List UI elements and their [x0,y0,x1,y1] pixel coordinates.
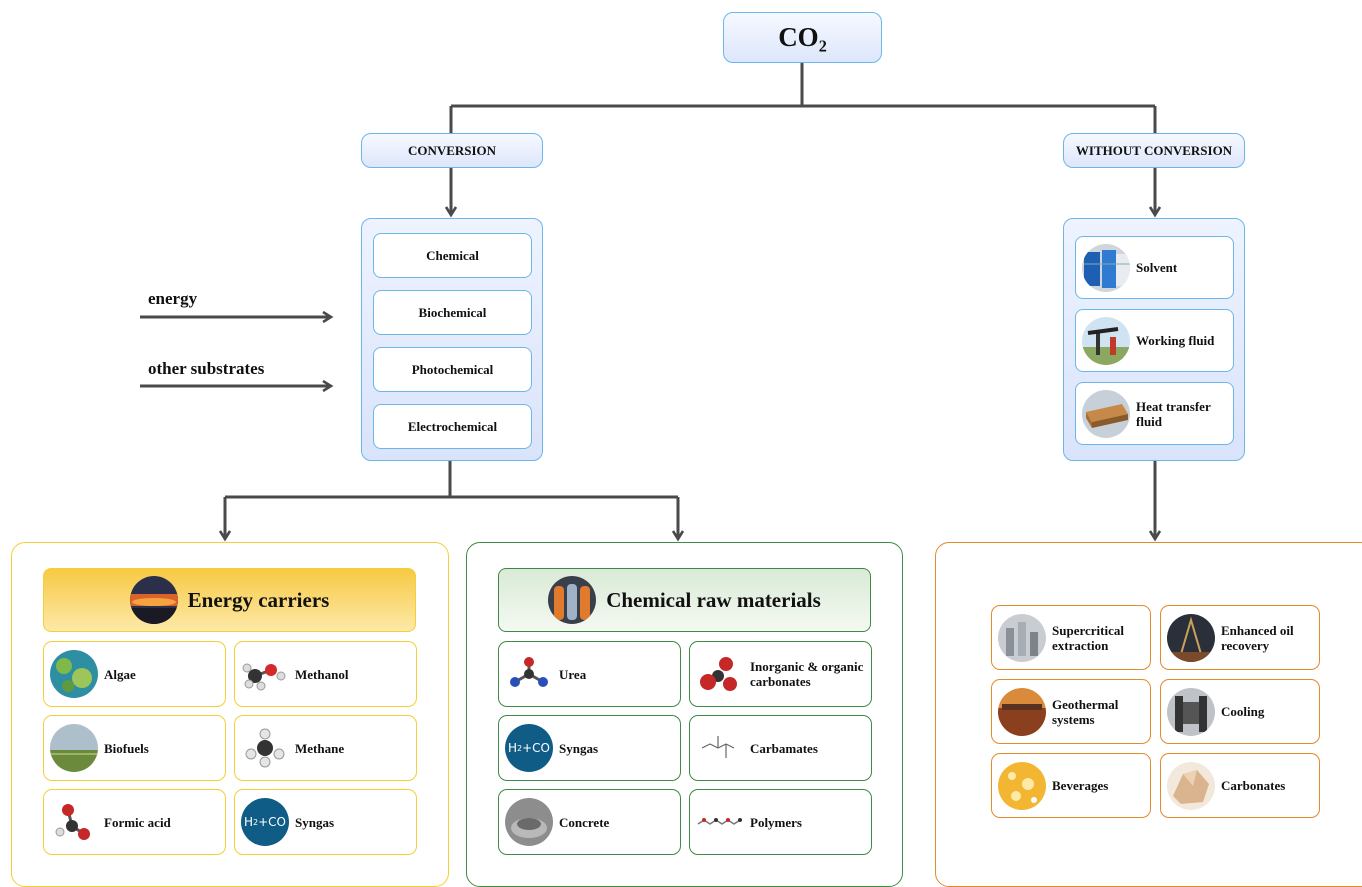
root-label: CO₂ [778,22,827,52]
chem-item-label: Syngas [559,740,599,756]
polymer-chain-icon [696,802,744,842]
conversion-type-electrochemical: Electrochemical [373,404,532,449]
conversion-type-label: Electrochemical [407,418,498,434]
gas-cylinders-icon [548,576,597,624]
without-conversion-panel: Solvent Working fluid Heat transfer flui… [1063,218,1245,461]
syngas-badge-h: H [507,740,518,755]
conversion-type-biochemical: Biochemical [373,290,532,335]
root-node: CO₂ [723,12,882,63]
chem-item-carbonates: Inorganic & organic carbonates [689,641,872,707]
syngas-badge-h: H [243,814,254,829]
energy-item-label: Methane [295,740,345,756]
direct-item-label: Beverages [1052,778,1109,793]
energy-item-methane: Methane [234,715,417,781]
geothermal-icon [998,687,1046,736]
direct-item-supercritical-extraction: Supercritical extraction [991,605,1151,670]
direct-item-carbonates: Carbonates [1160,753,1320,818]
direct-item-label: Carbonates [1221,778,1286,793]
energy-carriers-title: Energy carriers [187,587,330,612]
direct-item-label: Cooling [1221,704,1265,719]
energy-item-algae: Algae [43,641,226,707]
chem-item-carbamates: Carbamates [689,715,872,781]
chem-item-concrete: Concrete [498,789,681,855]
energy-item-label: Biofuels [104,740,149,756]
chem-item-urea: Urea [498,641,681,707]
chem-item-label: Concrete [559,814,610,830]
extraction-plant-icon [998,613,1046,662]
chemical-raw-materials-frame: Chemical raw materials Urea Inorganic & … [466,542,903,887]
branch-conversion-label: CONVERSION [407,142,497,158]
carbonate-mineral-icon [1167,761,1215,810]
syngas-badge-rest: +CO [522,740,550,755]
use-label: Working fluid [1136,332,1215,348]
energy-item-formic-acid: Formic acid [43,789,226,855]
energy-item-label: Methanol [295,666,349,682]
energy-item-label: Syngas [295,814,335,830]
conversion-type-label: Photochemical [411,361,494,377]
syngas-badge-sub: 2 [253,817,259,827]
earth-layers-icon [1082,389,1130,438]
concrete-icon [505,798,553,846]
urea-molecule-icon [505,654,553,694]
input-energy: energy [148,289,198,308]
branch-conversion: CONVERSION [361,133,543,168]
use-label: Solvent [1136,259,1178,275]
chem-item-label: Carbamates [750,740,818,756]
beverage-bubbles-icon [998,761,1046,810]
direct-item-cooling: Cooling [1160,679,1320,744]
direct-item-label: Supercritical extraction [1052,622,1124,653]
carbamate-structure-icon [696,728,744,768]
methane-molecule-icon [241,728,289,768]
direct-item-label: Enhanced oil recovery [1221,622,1294,653]
algae-icon [50,650,98,698]
branch-without-conversion: WITHOUT CONVERSION [1063,133,1245,168]
conversion-type-label: Biochemical [418,304,487,320]
solvent-drums-icon [1082,243,1130,292]
use-solvent: Solvent [1075,236,1234,299]
energy-item-methanol: Methanol [234,641,417,707]
direct-item-enhanced-oil-recovery: Enhanced oil recovery [1160,605,1320,670]
chemical-raw-materials-title: Chemical raw materials [606,587,821,612]
direct-uses-frame: Supercritical extraction Enhanced oil re… [935,542,1362,887]
use-label: Heat transfer fluid [1136,398,1211,429]
direct-item-beverages: Beverages [991,753,1151,818]
chem-item-polymers: Polymers [689,789,872,855]
sunset-icon [129,576,178,624]
energy-carriers-frame: Energy carriers Algae Methanol Biofuels … [11,542,449,887]
conversion-type-chemical: Chemical [373,233,532,278]
methanol-molecule-icon [241,654,289,694]
energy-carriers-header: Energy carriers [43,568,416,632]
energy-item-label: Formic acid [104,814,171,830]
oil-rig-icon [1167,613,1215,662]
formic-acid-molecule-icon [50,802,98,842]
syngas-badge-sub: 2 [517,743,523,753]
use-working-fluid: Working fluid [1075,309,1234,372]
carbonate-molecule-icon [696,654,744,694]
input-other-substrates: other substrates [148,359,265,378]
use-heat-transfer-fluid: Heat transfer fluid [1075,382,1234,445]
conversion-type-label: Chemical [426,247,479,263]
chem-item-label: Urea [559,666,587,682]
branch-without-conversion-label: WITHOUT CONVERSION [1075,142,1233,158]
energy-item-biofuels: Biofuels [43,715,226,781]
conversion-type-photochemical: Photochemical [373,347,532,392]
syngas-badge-rest: +CO [258,814,286,829]
cooling-unit-icon [1167,687,1215,736]
chemical-raw-materials-header: Chemical raw materials [498,568,871,632]
field-icon [50,724,98,772]
direct-item-label: Geothermal systems [1052,696,1119,727]
oil-pumpjack-icon [1082,316,1130,365]
conversion-panel: Chemical Biochemical Photochemical Elect… [361,218,543,461]
chem-item-label: Inorganic & organic carbonates [750,659,864,689]
direct-item-geothermal-systems: Geothermal systems [991,679,1151,744]
chem-item-label: Polymers [750,814,802,830]
energy-item-label: Algae [104,666,136,682]
